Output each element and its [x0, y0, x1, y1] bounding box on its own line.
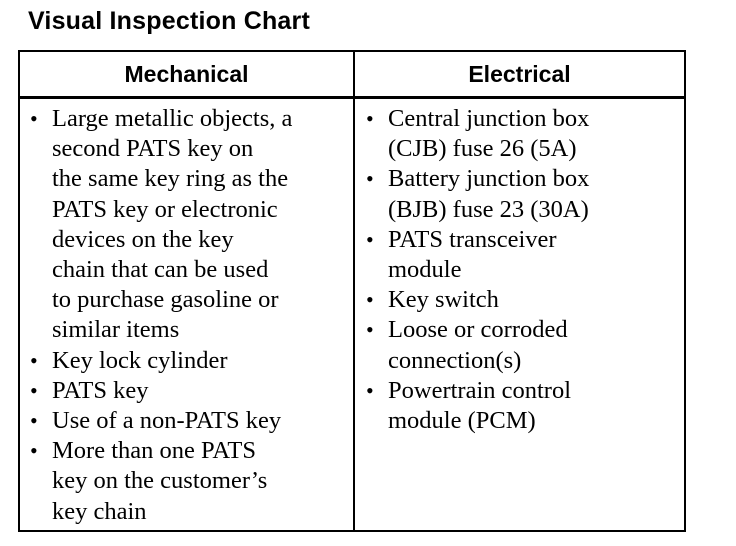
header-divider	[20, 96, 684, 99]
list-item-text: Central junction box (CJB) fuse 26 (5A)	[388, 105, 590, 163]
list-item: • More than one PATS key on the customer’…	[28, 436, 348, 527]
electrical-header: Electrical	[468, 60, 571, 87]
column-divider	[353, 52, 355, 530]
list-item: • Use of a non-PATS key	[28, 406, 348, 436]
list-item-text: Loose or corroded connection(s)	[388, 316, 568, 374]
list-item-text: Battery junction box (BJB) fuse 23 (30A)	[388, 165, 590, 223]
list-item: • PATS transceiver module	[364, 225, 680, 285]
bullet: •	[30, 347, 38, 373]
mechanical-header: Mechanical	[124, 60, 249, 87]
bullet: •	[366, 226, 374, 252]
bullet: •	[366, 166, 374, 192]
bullet: •	[366, 377, 374, 403]
bullet: •	[366, 317, 374, 343]
list-item: • Central junction box (CJB) fuse 26 (5A)	[364, 104, 680, 164]
list-item: • Key switch	[364, 285, 680, 315]
list-item: • Battery junction box (BJB) fuse 23 (30A…	[364, 164, 680, 224]
list-item: • Powertrain control module (PCM)	[364, 376, 680, 436]
list-item: • Key lock cylinder	[28, 346, 348, 376]
list-item: • Loose or corroded connection(s)	[364, 315, 680, 375]
list-item-text: PATS key	[52, 376, 149, 404]
bullet: •	[30, 408, 38, 434]
list-item-text: Powertrain control module (PCM)	[388, 376, 572, 435]
list-item-text: PATS transceiver module	[388, 225, 557, 284]
bullet: •	[366, 287, 374, 313]
inspection-table: Mechanical Electrical • Large metallic ob…	[18, 50, 686, 532]
bullet: •	[30, 377, 38, 403]
list-item: • Large metallic objects, a second PATS k…	[28, 104, 348, 346]
chart-title: Visual Inspection Chart	[28, 7, 310, 35]
bullet: •	[366, 106, 374, 131]
list-item-text: More than one PATS key on the customer’s…	[52, 437, 268, 525]
list-item: • PATS key	[28, 376, 348, 406]
mechanical-list: • Large metallic objects, a second PATS k…	[28, 104, 348, 527]
electrical-list: • Central junction box (CJB) fuse 26 (5A)…	[364, 104, 680, 436]
bullet: •	[30, 106, 38, 131]
list-item-text: Use of a non-PATS key	[52, 407, 282, 435]
list-item-text: Key switch	[388, 286, 499, 314]
list-item-text: Large metallic objects, a second PATS ke…	[52, 105, 293, 344]
bullet: •	[30, 438, 38, 464]
list-item-text: Key lock cylinder	[52, 346, 228, 374]
